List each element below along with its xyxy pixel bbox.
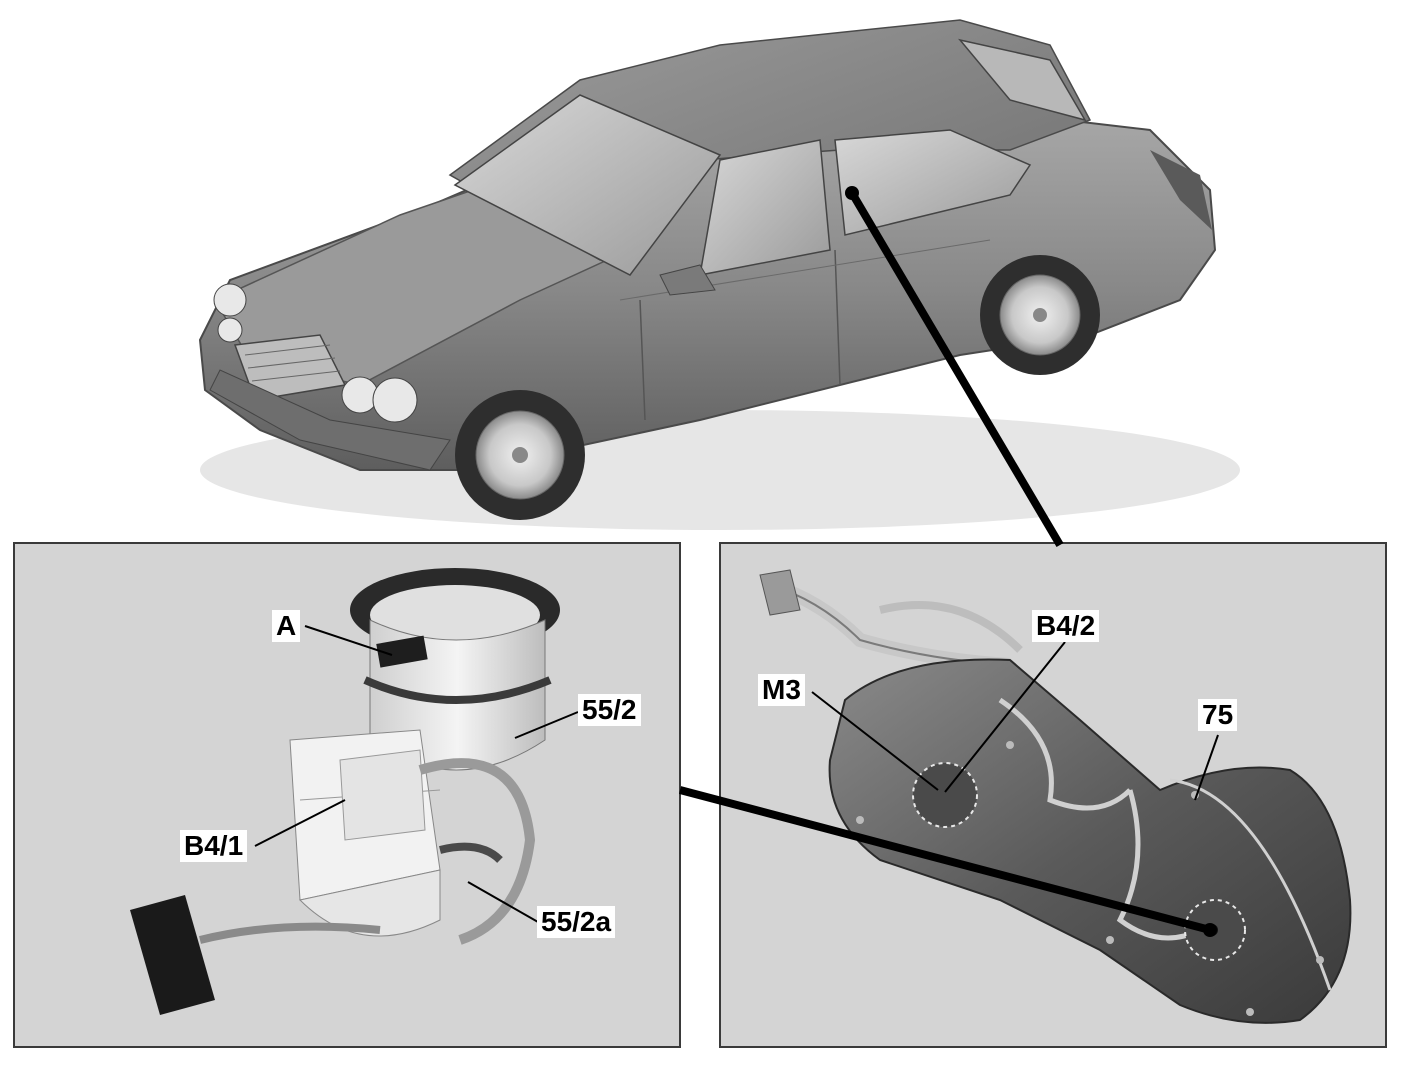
pointer-lines [678, 186, 1217, 937]
label-b4-1: B4/1 [180, 830, 248, 862]
label-a: A [272, 610, 301, 642]
label-55-2: 55/2 [578, 694, 641, 726]
label-55-2a: 55/2a [537, 906, 616, 938]
label-m3: M3 [758, 674, 805, 706]
panel-fuel-pump [13, 542, 681, 1048]
label-75: 75 [1198, 699, 1238, 731]
car-illustration [198, 19, 1240, 530]
label-b4-2: B4/2 [1032, 610, 1100, 642]
